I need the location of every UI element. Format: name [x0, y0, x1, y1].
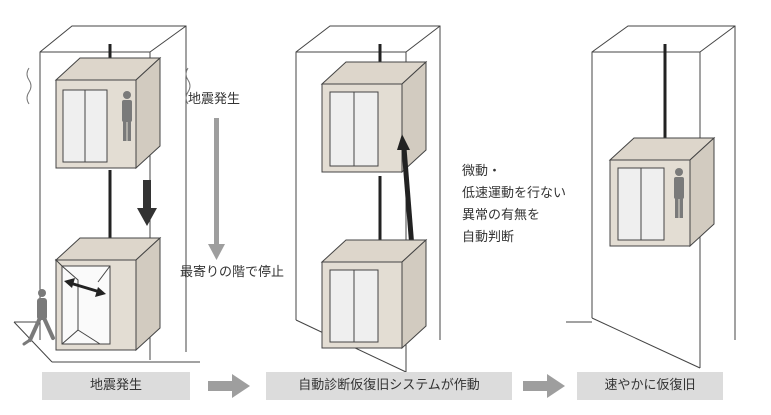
- diag-line-3: 異常の有無を: [462, 208, 540, 223]
- person-in-car-icon-3: [674, 168, 684, 218]
- panel-recovery: [566, 25, 736, 369]
- diag-line-2: 低速運動を行ない: [462, 186, 566, 201]
- person-in-car-icon: [122, 91, 132, 141]
- car-lower-1: [54, 236, 162, 352]
- diag-line-1: 微動・: [462, 164, 501, 179]
- quake-label: 地震発生: [188, 92, 240, 107]
- diag-line-4: 自動判断: [462, 230, 514, 245]
- walking-person-icon: [22, 289, 55, 346]
- step-earthquake: 地震発生: [42, 372, 190, 400]
- gray-down-arrow-icon: [208, 118, 225, 260]
- flow-arrow-icon: [523, 374, 565, 398]
- shake-marks-1: [26, 67, 191, 105]
- step-quick-recovery: 速やかに仮復旧: [577, 372, 723, 400]
- car-3: [608, 136, 716, 248]
- panel-diagnosis: [295, 25, 441, 373]
- door-open-arrow-icon: [64, 278, 106, 297]
- car-upper-1: [54, 56, 162, 170]
- car-upper-2: [320, 60, 428, 174]
- panel-earthquake: [13, 25, 200, 363]
- flow-arrow-icon: [208, 374, 250, 398]
- down-arrow-icon: [137, 180, 157, 226]
- step-auto-diagnosis: 自動診断仮復旧システムが作動: [266, 372, 512, 400]
- stop-label: 最寄りの階で停止: [180, 264, 284, 280]
- car-lower-2: [320, 238, 428, 350]
